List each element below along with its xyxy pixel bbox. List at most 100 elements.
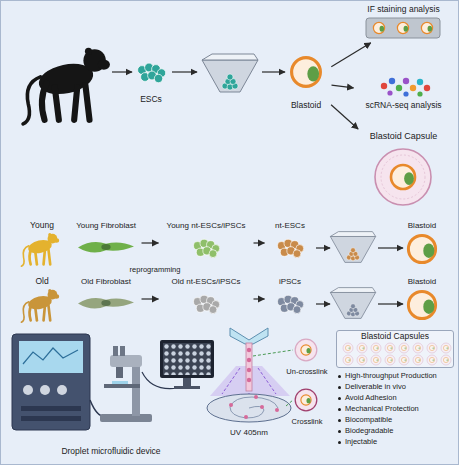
sequencing-dots-part bbox=[389, 78, 395, 84]
sequencing-dots-part bbox=[417, 91, 422, 96]
pump-console-part bbox=[21, 416, 81, 421]
pump-console-part bbox=[23, 385, 33, 395]
flow-arrow bbox=[316, 247, 403, 248]
capsule-drawing-part bbox=[381, 155, 425, 199]
bullet-text: Injectable bbox=[345, 438, 377, 447]
microscope-part bbox=[110, 355, 142, 367]
staining-tray-part bbox=[421, 22, 432, 33]
staining-tray-part bbox=[397, 22, 408, 33]
flow-arrow bbox=[142, 242, 159, 243]
flow-arrow-part bbox=[378, 303, 403, 304]
pump-console-part bbox=[40, 385, 50, 395]
esc-cells bbox=[138, 63, 166, 83]
microfluidic-chip-part bbox=[247, 348, 251, 352]
capsule-drawing-part bbox=[375, 149, 431, 205]
microfluidic-chip-part bbox=[207, 394, 291, 422]
bullet-item: Mechanical Protection bbox=[338, 405, 454, 414]
stem-cell-node: iPSCs bbox=[266, 276, 314, 322]
flow-arrow bbox=[142, 298, 159, 299]
node-label: Old bbox=[35, 277, 48, 287]
monitor-part bbox=[183, 378, 191, 386]
node-label: Crosslink bbox=[292, 418, 323, 427]
microfluidic-chip bbox=[207, 328, 291, 422]
node-label: Young bbox=[30, 221, 54, 231]
bullet-dot bbox=[338, 397, 341, 400]
bullet-item: Deliverable in vivo bbox=[338, 383, 454, 392]
microscope-part bbox=[104, 384, 140, 388]
node-label: Blastoid Capsule bbox=[370, 131, 438, 141]
stem-cell-node: nt-ESCs bbox=[266, 220, 314, 266]
monitor-part bbox=[163, 343, 211, 375]
blastoid-drawing bbox=[408, 235, 435, 262]
bullet-text: High-throughput Production bbox=[345, 372, 437, 381]
flow-arrow bbox=[316, 303, 403, 304]
node-label: ESCs bbox=[140, 95, 162, 105]
microfluidic-chip-part bbox=[247, 358, 251, 362]
bullet-item: Biocompatible bbox=[338, 416, 454, 425]
microfluidic-chip-part bbox=[247, 378, 251, 382]
bullet-text: Biodegradable bbox=[345, 427, 393, 436]
young-monkey bbox=[21, 233, 59, 266]
microscope-part bbox=[100, 414, 152, 422]
monkey-silhouette bbox=[23, 48, 110, 124]
capsule-node: Un-crosslink bbox=[282, 336, 332, 378]
monitor bbox=[160, 340, 214, 389]
node-label: Blastoid bbox=[408, 277, 436, 286]
stem-cell-node: Young nt-ESCs/iPSCs bbox=[160, 220, 252, 266]
node-label: Droplet microfluidic device bbox=[61, 447, 160, 457]
microfluidic-chip-part bbox=[275, 408, 279, 412]
old-monkey bbox=[21, 289, 59, 322]
pump-console-part bbox=[21, 406, 81, 411]
microscope bbox=[100, 346, 152, 422]
microfluidic-chip-part bbox=[230, 397, 278, 418]
leader-line bbox=[253, 350, 293, 406]
capsule-panel: Blastoid Capsule bbox=[355, 130, 452, 210]
node-label: Old nt-ESCs/iPSCs bbox=[172, 277, 241, 286]
sequencing-dots-part bbox=[381, 83, 387, 89]
flow-arrow-part bbox=[172, 71, 197, 72]
bullet-text: Deliverable in vivo bbox=[345, 383, 406, 392]
sequencing-dots-part bbox=[396, 85, 402, 91]
capsule-node: Crosslink bbox=[282, 386, 332, 428]
blastoid-node: Blastoid bbox=[394, 276, 450, 324]
capsule-drawing-part bbox=[391, 165, 415, 189]
annotation-text: UV 405nm bbox=[230, 428, 268, 437]
flow-arrow bbox=[254, 298, 265, 299]
blastoid-node: Blastoid bbox=[394, 220, 450, 268]
leader-line-part bbox=[286, 400, 293, 406]
monitor-part bbox=[163, 343, 211, 375]
monitor-part bbox=[174, 386, 200, 389]
stem-cell-node: Old nt-ESCs/iPSCs bbox=[160, 276, 252, 322]
analysis-panel: scRNA-seq analysis bbox=[355, 76, 452, 112]
flow-arrow-part bbox=[112, 71, 132, 72]
blastoid-drawing bbox=[408, 291, 435, 318]
microfluidic-chip-part-part bbox=[258, 368, 276, 394]
donor-monkey: Old bbox=[14, 276, 70, 322]
analysis-panel: IF staining analysis bbox=[355, 4, 452, 42]
bullet-item: Injectable bbox=[338, 438, 454, 447]
microfluidic-chip-part bbox=[247, 368, 251, 372]
node-label: Blastoid Capsules bbox=[361, 332, 429, 342]
blastoid-drawing bbox=[292, 58, 321, 87]
annotation: UV 405nm bbox=[216, 428, 282, 437]
flow-arrow-part bbox=[316, 247, 330, 248]
sequencing-dots bbox=[381, 78, 430, 97]
microfluidic-chip-part bbox=[260, 405, 264, 409]
microwell bbox=[330, 288, 375, 319]
bullet-text: Biocompatible bbox=[345, 416, 392, 425]
capsule-box: Blastoid Capsules bbox=[336, 330, 454, 368]
capsule-drawing bbox=[295, 389, 317, 411]
blastoid-node: Blastoid bbox=[282, 52, 330, 112]
node-label: IF staining analysis bbox=[367, 5, 439, 15]
flow-arrow-part bbox=[316, 303, 330, 304]
sequencing-dots-part bbox=[403, 91, 408, 96]
node-label: Young Fibroblast bbox=[76, 221, 136, 230]
microfluidic-chip-part-part bbox=[222, 368, 240, 394]
pump-console-part bbox=[12, 334, 90, 430]
bullet-dot bbox=[338, 419, 341, 422]
fibroblast-node: Young Fibroblast bbox=[72, 220, 140, 266]
pump-console-part bbox=[19, 341, 83, 373]
sequencing-dots-part bbox=[410, 85, 416, 91]
